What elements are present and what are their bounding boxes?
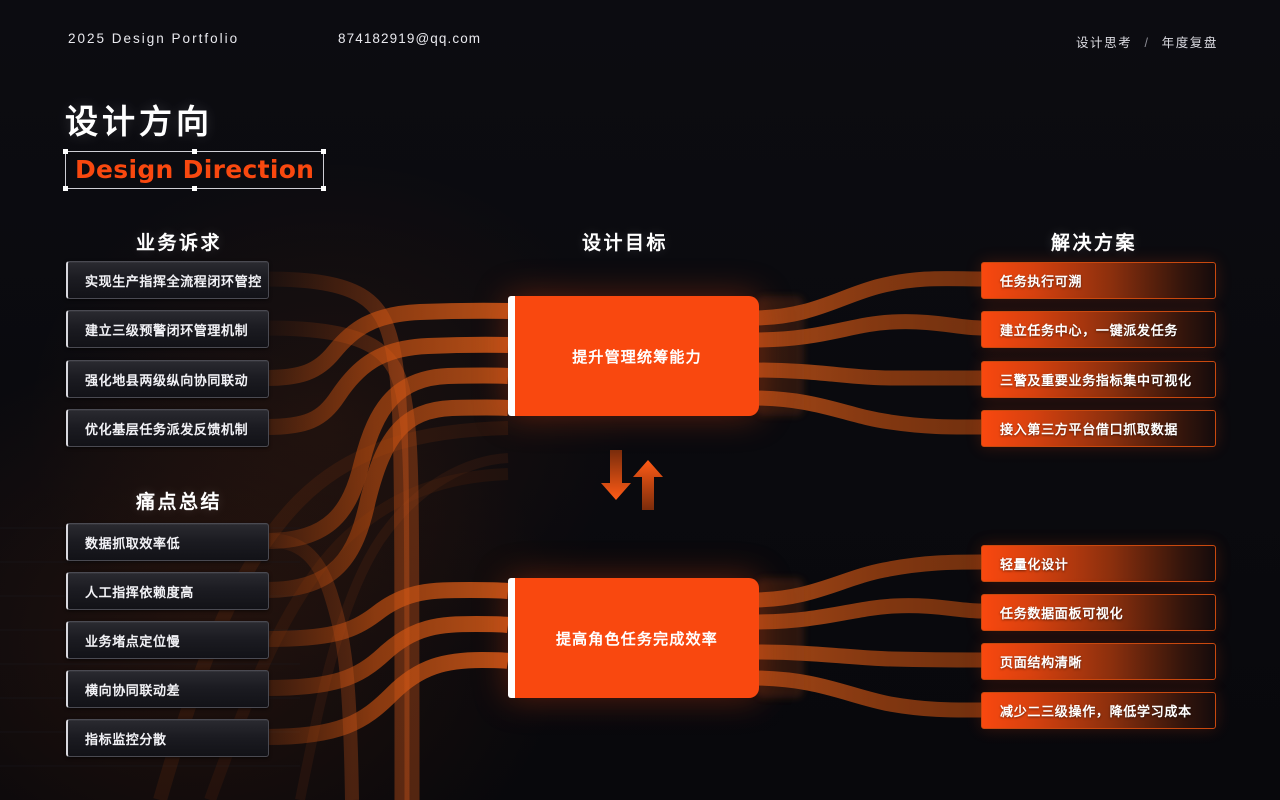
solution-card-1-label: 任务执行可溯: [1000, 274, 1083, 289]
solution-card-7-label: 页面结构清晰: [1000, 655, 1083, 670]
solution-card-4[interactable]: 接入第三方平台借口抓取数据: [981, 410, 1216, 447]
column-header-solution: 解决方案: [1051, 233, 1138, 254]
column-header-business: 业务诉求: [136, 233, 223, 254]
column-header-goal: 设计目标: [582, 233, 669, 254]
column-header-pain: 痛点总结: [136, 492, 223, 513]
breadcrumb: 设计思考 / 年度复盘: [1076, 32, 1218, 51]
solution-card-6[interactable]: 任务数据面板可视化: [981, 594, 1216, 631]
selection-handle-bottom-middle[interactable]: [192, 186, 198, 192]
top-bar: 2025 Design Portfolio 874182919@qq.com 设…: [0, 0, 1280, 62]
selection-handle-top-right[interactable]: [321, 149, 327, 155]
solution-card-4-label: 接入第三方平台借口抓取数据: [1000, 422, 1179, 437]
business-card-4-label: 优化基层任务派发反馈机制: [85, 421, 249, 437]
business-card-1-label: 实现生产指挥全流程闭环管控: [85, 273, 262, 289]
breadcrumb-item-secondary[interactable]: 年度复盘: [1161, 36, 1218, 50]
solution-card-5-label: 轻量化设计: [1000, 557, 1069, 572]
solution-card-8[interactable]: 减少二三级操作，降低学习成本: [981, 692, 1216, 729]
bidirectional-arrows: [601, 450, 663, 510]
pain-card-3[interactable]: 业务堵点定位慢: [66, 621, 269, 659]
solution-card-6-label: 任务数据面板可视化: [1000, 606, 1124, 621]
title-selection-box[interactable]: Design Direction: [63, 149, 327, 192]
solution-card-3-label: 三警及重要业务指标集中可视化: [1000, 373, 1192, 388]
pain-card-2-label: 人工指挥依赖度高: [85, 584, 194, 600]
business-card-2[interactable]: 建立三级预警闭环管理机制: [66, 310, 269, 348]
pain-card-1[interactable]: 数据抓取效率低: [66, 523, 269, 561]
solution-card-7[interactable]: 页面结构清晰: [981, 643, 1216, 680]
breadcrumb-item-primary[interactable]: 设计思考: [1075, 36, 1133, 50]
contact-email: 874182919@qq.com: [338, 31, 482, 46]
solution-card-5[interactable]: 轻量化设计: [981, 545, 1216, 582]
business-card-2-label: 建立三级预警闭环管理机制: [85, 322, 249, 338]
goal-card-2-label: 提高角色任务完成效率: [555, 630, 718, 648]
portfolio-label: 2025 Design Portfolio: [68, 31, 240, 46]
pain-card-3-label: 业务堵点定位慢: [85, 633, 181, 649]
goal-card-2[interactable]: 提高角色任务完成效率: [508, 578, 759, 698]
pain-card-5-label: 指标监控分散: [85, 731, 167, 747]
selection-handle-top-left[interactable]: [63, 149, 68, 155]
business-card-1[interactable]: 实现生产指挥全流程闭环管控: [66, 261, 269, 299]
arrow-down-icon: [601, 450, 631, 500]
selection-handle-top-middle[interactable]: [192, 149, 198, 155]
solution-card-8-label: 减少二三级操作，降低学习成本: [1000, 704, 1192, 719]
business-card-4[interactable]: 优化基层任务派发反馈机制: [66, 409, 269, 447]
pain-card-4[interactable]: 横向协同联动差: [66, 670, 269, 708]
business-card-3-label: 强化地县两级纵向协同联动: [85, 372, 249, 388]
solution-card-1[interactable]: 任务执行可溯: [981, 262, 1216, 299]
selection-handle-bottom-right[interactable]: [321, 186, 327, 192]
pain-card-5[interactable]: 指标监控分散: [66, 719, 269, 757]
solution-card-2[interactable]: 建立任务中心，一键派发任务: [981, 311, 1216, 348]
business-card-3[interactable]: 强化地县两级纵向协同联动: [66, 360, 269, 398]
pain-card-2[interactable]: 人工指挥依赖度高: [66, 572, 269, 610]
goal-card-1[interactable]: 提升管理统筹能力: [508, 296, 759, 416]
page-title-en: Design Direction: [75, 155, 315, 185]
page-title: 设计方向: [65, 103, 213, 140]
arrow-up-icon: [633, 460, 663, 510]
pain-card-4-label: 横向协同联动差: [85, 682, 181, 698]
pain-card-1-label: 数据抓取效率低: [85, 535, 181, 551]
selection-handle-bottom-left[interactable]: [63, 186, 68, 192]
page-title-group: 设计方向 Design Direction: [63, 103, 327, 192]
breadcrumb-separator: /: [1144, 36, 1150, 50]
solution-card-3[interactable]: 三警及重要业务指标集中可视化: [981, 361, 1216, 398]
goal-card-1-label: 提升管理统筹能力: [572, 348, 702, 366]
solution-card-2-label: 建立任务中心，一键派发任务: [1000, 323, 1179, 338]
